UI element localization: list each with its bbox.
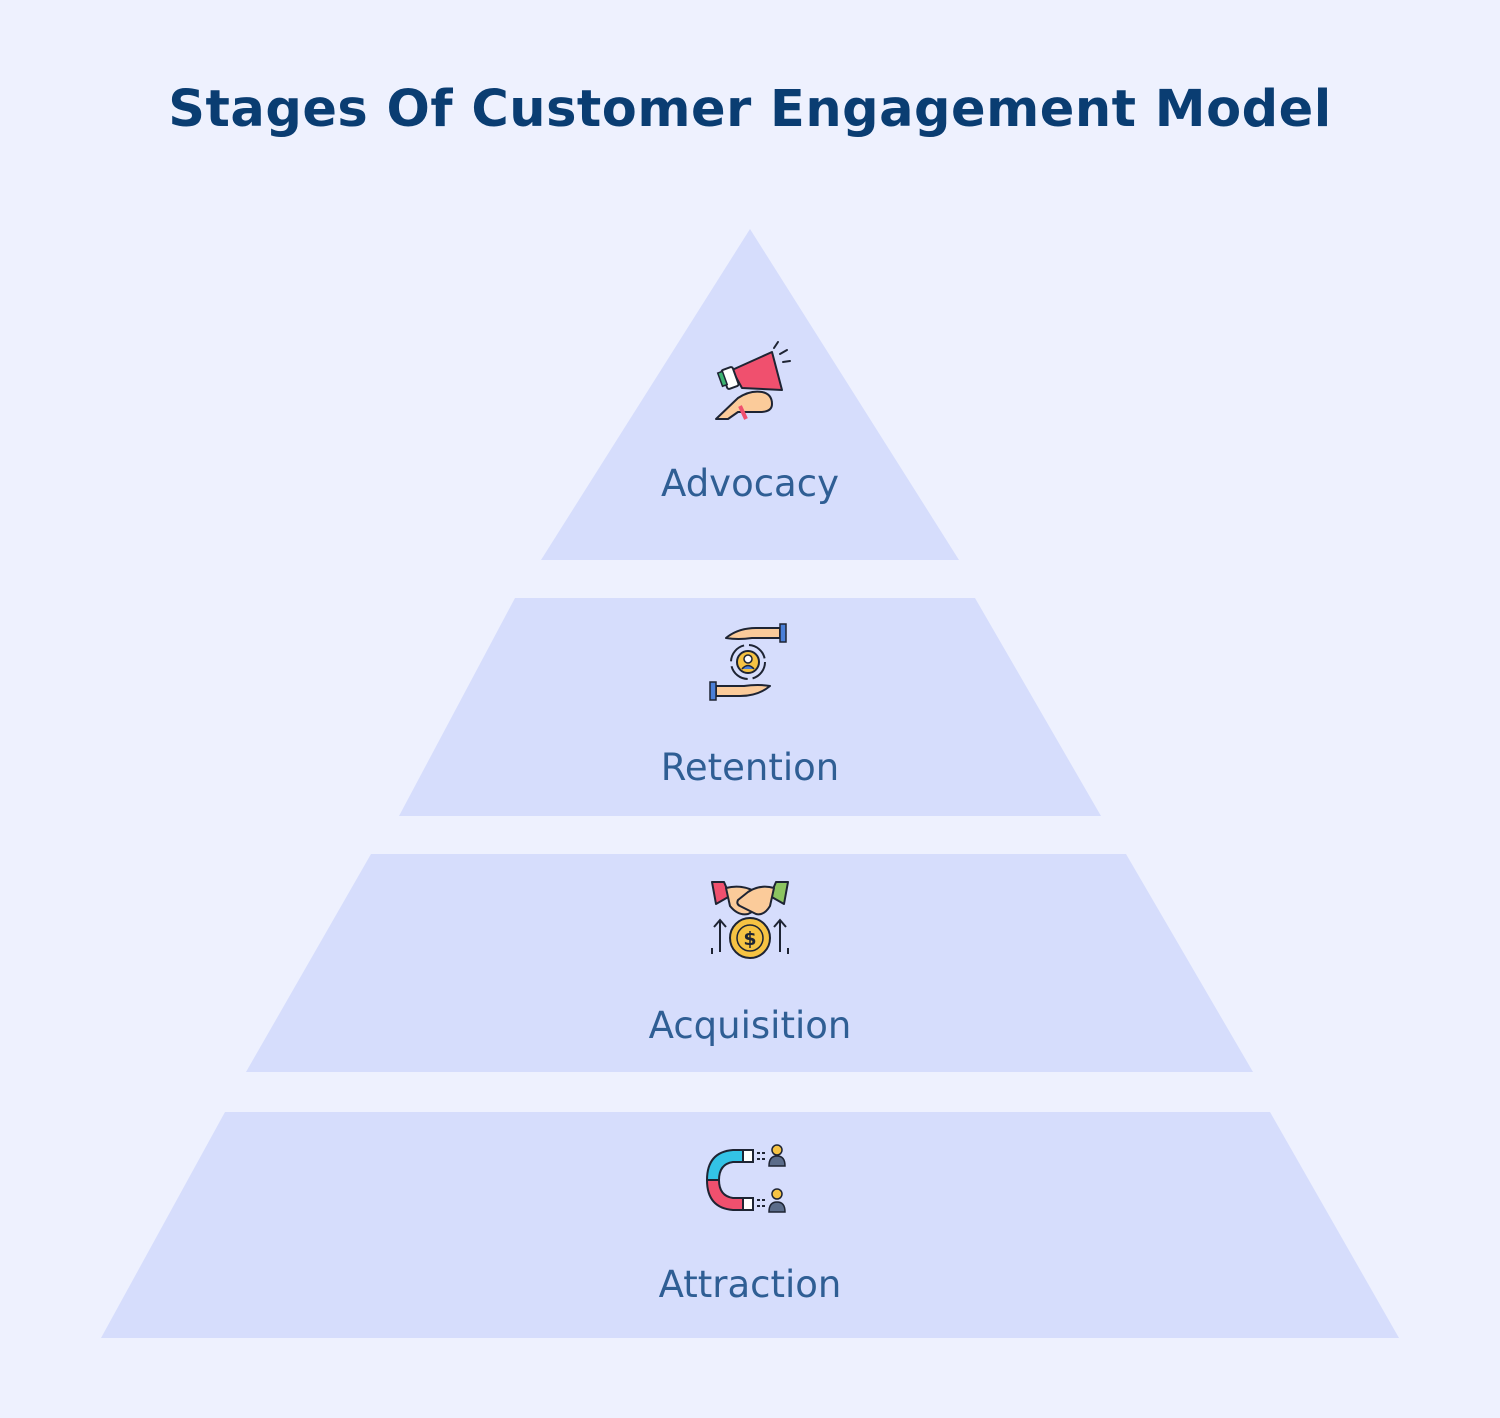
svg-text:$: $ xyxy=(743,928,756,950)
tier-retention: Retention xyxy=(399,598,1101,816)
megaphone-hand-icon xyxy=(715,341,791,420)
hands-user-cycle-icon xyxy=(709,623,787,701)
tier-advocacy: Advocacy xyxy=(541,229,959,560)
handshake-coin-icon: $ xyxy=(711,881,789,959)
tier-attraction-label: Attraction xyxy=(659,1263,842,1306)
tier-attraction-shape xyxy=(101,1112,1399,1338)
tier-acquisition: $ Acquisition xyxy=(246,854,1253,1072)
magnet-users-icon xyxy=(706,1144,786,1213)
tier-attraction: Attraction xyxy=(101,1112,1399,1338)
tier-retention-label: Retention xyxy=(661,746,839,789)
tier-retention-shape xyxy=(399,598,1101,816)
tier-acquisition-label: Acquisition xyxy=(649,1004,852,1047)
tier-advocacy-label: Advocacy xyxy=(661,462,839,505)
tier-acquisition-shape xyxy=(246,854,1253,1072)
page-title: Stages Of Customer Engagement Model xyxy=(168,80,1332,139)
